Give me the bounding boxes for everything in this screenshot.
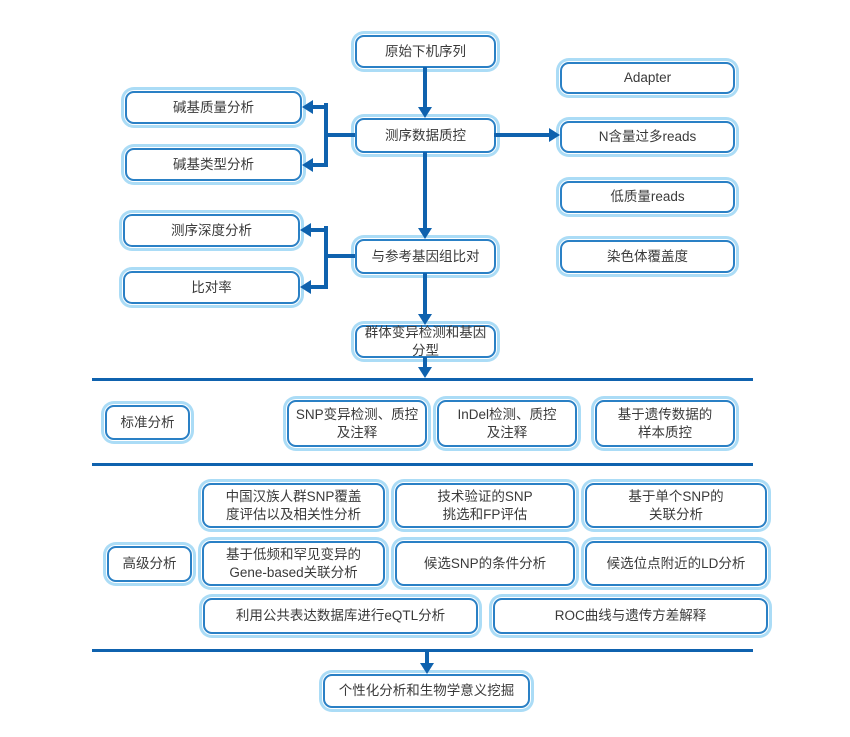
node-low-quality-reads: 低质量reads bbox=[560, 181, 735, 213]
node-chromosome-coverage: 染色体覆盖度 bbox=[560, 240, 735, 273]
node-base-quality: 碱基质量分析 bbox=[125, 91, 302, 124]
connector-qc-left-branch bbox=[324, 103, 328, 167]
arrowhead-variant-to-standard bbox=[418, 367, 432, 378]
connector-to-mapping-rate bbox=[311, 285, 328, 289]
connector-align-left-stub bbox=[328, 254, 355, 258]
node-seq-depth: 测序深度分析 bbox=[123, 214, 300, 247]
divider-middle bbox=[92, 463, 753, 466]
divider-top bbox=[92, 378, 753, 381]
node-adapter: Adapter bbox=[560, 62, 735, 94]
arrowhead-to-base-quality bbox=[302, 100, 313, 114]
arrowhead-to-personalized bbox=[420, 663, 434, 674]
connector-qc-left-stub bbox=[328, 133, 355, 137]
arrowhead-qc-to-nreads bbox=[549, 128, 560, 142]
arrowhead-to-base-type bbox=[302, 158, 313, 172]
connector-raw-to-qc bbox=[423, 67, 427, 108]
node-single-snp-assoc: 基于单个SNP的 关联分析 bbox=[585, 483, 767, 528]
connector-qc-to-nreads bbox=[494, 133, 550, 137]
node-indel-detection: InDel检测、质控 及注释 bbox=[437, 400, 577, 447]
connector-to-personalized bbox=[425, 652, 429, 664]
node-align-reference: 与参考基因组比对 bbox=[355, 239, 496, 274]
arrowhead-qc-to-align bbox=[418, 228, 432, 239]
connector-qc-to-align bbox=[423, 152, 427, 229]
node-han-snp-coverage: 中国汉族人群SNP覆盖 度评估以及相关性分析 bbox=[202, 483, 385, 528]
node-base-type: 碱基类型分析 bbox=[125, 148, 302, 181]
node-sample-qc: 基于遗传数据的 样本质控 bbox=[595, 400, 735, 447]
connector-to-seq-depth bbox=[311, 228, 328, 232]
connector-to-base-type bbox=[313, 163, 328, 167]
node-ld-analysis: 候选位点附近的LD分析 bbox=[585, 541, 767, 586]
connector-align-left-branch bbox=[324, 226, 328, 289]
arrowhead-align-to-variant bbox=[418, 314, 432, 325]
node-personalized: 个性化分析和生物学意义挖掘 bbox=[323, 674, 530, 708]
node-tech-snp-fp: 技术验证的SNP 挑选和FP评估 bbox=[395, 483, 575, 528]
node-conditional-snp: 候选SNP的条件分析 bbox=[395, 541, 575, 586]
node-seq-qc: 测序数据质控 bbox=[355, 118, 496, 153]
connector-to-base-quality bbox=[313, 105, 328, 109]
node-eqtl: 利用公共表达数据库进行eQTL分析 bbox=[203, 598, 478, 634]
node-mapping-rate: 比对率 bbox=[123, 271, 300, 304]
connector-align-to-variant bbox=[423, 273, 427, 315]
node-snp-detection: SNP变异检测、质控 及注释 bbox=[287, 400, 427, 447]
label-standard-analysis: 标准分析 bbox=[105, 405, 190, 440]
node-population-variant: 群体变异检测和基因分型 bbox=[355, 325, 496, 358]
connector-variant-to-standard bbox=[423, 357, 427, 368]
node-n-reads: N含量过多reads bbox=[560, 121, 735, 153]
node-gene-based-assoc: 基于低频和罕见变异的 Gene-based关联分析 bbox=[202, 541, 385, 586]
arrowhead-to-seq-depth bbox=[300, 223, 311, 237]
divider-bottom bbox=[92, 649, 753, 652]
node-raw-sequence: 原始下机序列 bbox=[355, 35, 496, 68]
arrowhead-raw-to-qc bbox=[418, 107, 432, 118]
node-roc: ROC曲线与遗传方差解释 bbox=[493, 598, 768, 634]
arrowhead-to-mapping-rate bbox=[300, 280, 311, 294]
label-advanced-analysis: 高级分析 bbox=[107, 546, 192, 582]
